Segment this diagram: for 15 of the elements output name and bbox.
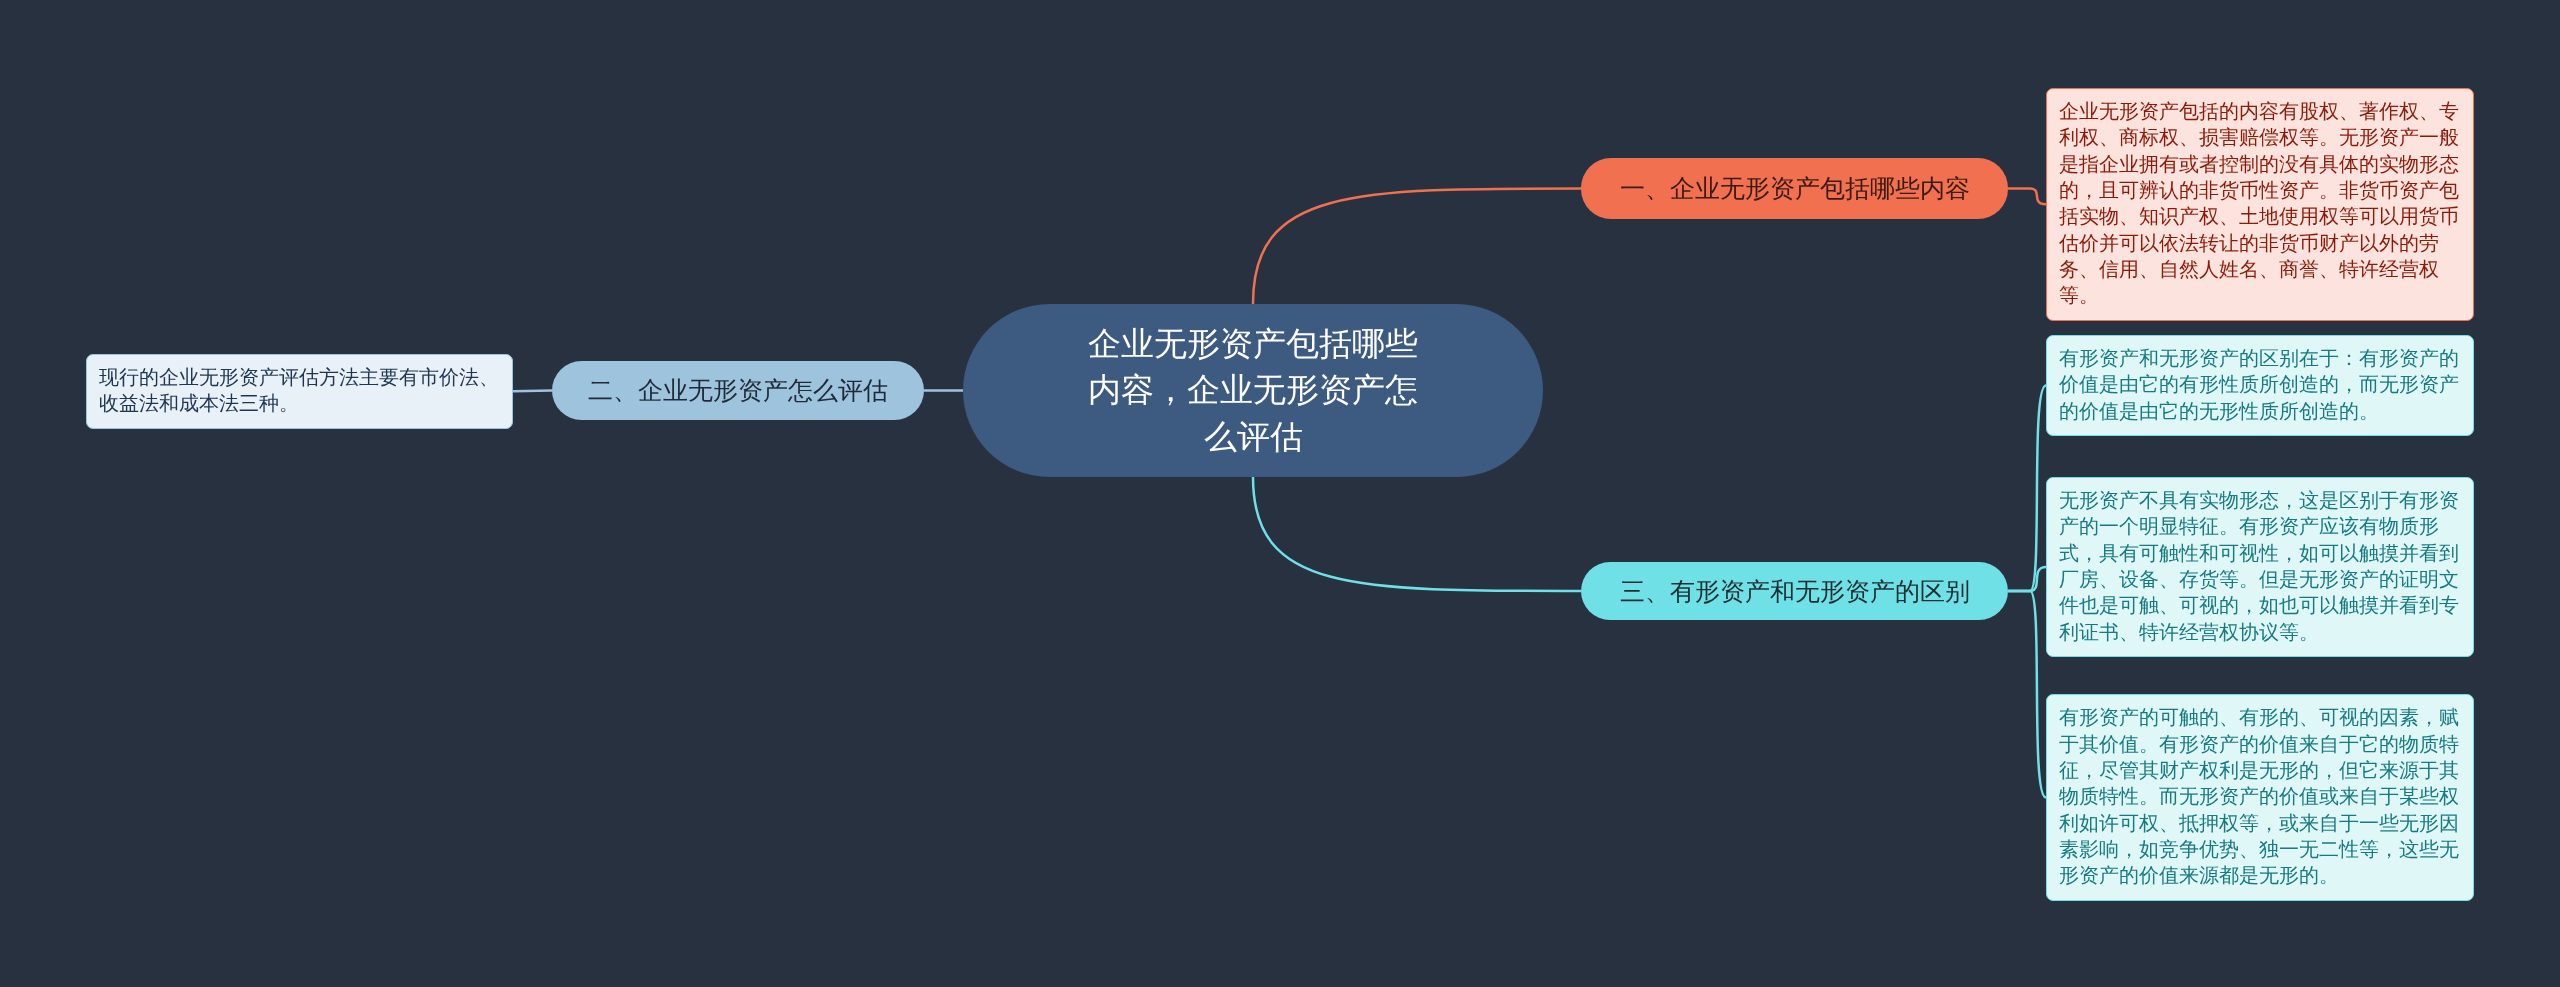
connector-line	[2008, 187, 2047, 206]
note-card: 企业无形资产包括的内容有股权、著作权、专利权、商标权、损害赔偿权等。无形资产一般是指企业拥有或者控制的没有具体的实物形态的，且可辨认的非货币性资产。非货币资产包括实物、知识产权、土地使用权等可以用货币估价并可以依法转让的非货币财产以外的劳务、信用、自然人姓名、商誉、特许经营权等。	[2046, 88, 2474, 321]
connector-line	[1251, 476, 1581, 593]
note-card: 现行的企业无形资产评估方法主要有市价法、收益法和成本法三种。	[86, 354, 513, 429]
branch-topic: 三、有形资产和无形资产的区别	[1581, 562, 2008, 620]
note-card: 无形资产不具有实物形态，这是区别于有形资产的一个明显特征。有形资产应该有物质形式，具有可触性和可视性，如可以触摸并看到厂房、设备、存货等。但是无形资产的证明文件也是可触、可视的，如也可以触摸并看到专利证书、特许经营权协议等。	[2046, 477, 2474, 657]
connector-line	[512, 389, 553, 393]
connector-line	[2008, 589, 2047, 799]
note-card: 有形资产和无形资产的区别在于：有形资产的价值是由它的有形性质所创造的，而无形资产的价值是由它的无形性质所创造的。	[2046, 335, 2474, 436]
branch-topic: 一、企业无形资产包括哪些内容	[1581, 158, 2008, 219]
note-card: 有形资产的可触的、有形的、可视的因素，赋于其价值。有形资产的价值来自于它的物质特征，尽管其财产权利是无形的，但它来源于其物质特性。而无形资产的价值或来自于某些权利如许可权、抵押权等，或来自于一些无形因素影响，如竞争优势、独一无二性等，这些无形资产的价值来源都是无形的。	[2046, 694, 2474, 901]
connector-line	[924, 389, 963, 392]
branch-topic: 二、企业无形资产怎么评估	[552, 361, 924, 420]
central-topic: 企业无形资产包括哪些内容，企业无形资产怎么评估	[963, 304, 1543, 477]
connector-line	[1251, 187, 1581, 305]
